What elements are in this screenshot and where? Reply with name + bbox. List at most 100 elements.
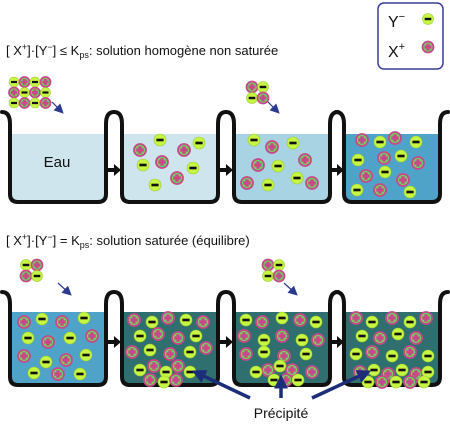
cation-icon	[170, 171, 184, 185]
cation-icon	[147, 359, 161, 373]
anion-icon	[273, 259, 285, 271]
cation-icon	[133, 143, 147, 157]
cation-icon	[151, 327, 165, 341]
anion-icon	[275, 311, 289, 325]
anion-icon	[189, 329, 203, 343]
anion-icon	[21, 331, 35, 345]
cation-icon	[409, 331, 423, 345]
beaker-r1-3	[224, 110, 340, 204]
process-arrow	[331, 336, 344, 348]
anion-icon	[309, 315, 323, 329]
cation-icon	[421, 40, 435, 54]
cation-icon	[163, 347, 177, 361]
anion-icon	[249, 365, 263, 379]
cation-icon	[245, 80, 259, 94]
precipitate-annotation: Précipité	[191, 370, 372, 421]
process-arrow	[331, 164, 344, 176]
anion-icon	[247, 133, 261, 147]
cation-icon	[51, 367, 65, 381]
anion-icon	[257, 333, 271, 347]
cation-icon	[29, 86, 41, 99]
cation-icon	[396, 173, 410, 187]
anion-icon	[257, 81, 269, 93]
row1-heading: [ X+]·[Y−] ≤ Kps: solution homogène non …	[6, 42, 278, 60]
anion-icon	[29, 97, 41, 109]
anion-icon	[153, 133, 167, 147]
anion-icon	[20, 259, 32, 271]
anion-icon	[192, 136, 206, 150]
beaker-r1-4	[334, 110, 450, 204]
cation-icon	[199, 341, 213, 355]
beaker-r1-1	[0, 110, 116, 204]
row2-heading: [ X+]·[Y−] = Kps: solution saturée (équi…	[6, 232, 250, 250]
anion-icon	[148, 178, 162, 192]
anion-icon	[421, 349, 435, 363]
cation-icon	[349, 311, 363, 325]
anion-icon	[29, 76, 41, 88]
drop-arrow	[283, 282, 298, 296]
drop-arrow	[51, 101, 64, 114]
cation-icon	[161, 311, 175, 325]
cation-icon	[272, 269, 286, 283]
particle-group	[8, 76, 435, 389]
anion-icon	[389, 375, 403, 389]
anion-icon	[39, 355, 53, 369]
cation-icon	[239, 347, 253, 361]
cation-icon	[311, 333, 325, 347]
precipitate-label: Précipité	[254, 405, 309, 421]
cation-icon	[17, 349, 31, 363]
anion-icon	[409, 135, 423, 149]
anion-icon	[63, 331, 77, 345]
anion-icon	[145, 315, 159, 329]
anion-icon	[239, 313, 253, 327]
cation-icon	[125, 345, 139, 359]
cation-icon	[17, 315, 31, 329]
anion-icon	[271, 159, 285, 173]
cation-icon	[285, 363, 299, 377]
anion-icon	[422, 13, 434, 25]
cation-icon	[171, 359, 185, 373]
anion-icon	[391, 327, 405, 341]
anion-icon	[295, 333, 309, 347]
anion-icon	[262, 270, 274, 282]
process-arrow	[108, 336, 121, 348]
anion-icon	[299, 347, 313, 361]
anion-icon	[286, 136, 300, 150]
anion-icon	[385, 349, 399, 363]
anion-icon	[157, 375, 171, 389]
cation-icon	[240, 176, 254, 190]
anion-icon	[133, 363, 147, 377]
cation-icon	[298, 153, 312, 167]
process-arrow	[220, 336, 233, 348]
cation-icon	[355, 133, 369, 147]
legend-anion-charge: −	[399, 11, 405, 23]
cation-icon	[143, 373, 157, 387]
cation-icon	[275, 329, 289, 343]
cation-icon	[377, 151, 391, 165]
cation-icon	[385, 311, 399, 325]
cation-icon	[85, 329, 99, 343]
anion-icon	[136, 158, 150, 172]
anion-icon	[394, 149, 408, 163]
drop-arrow	[57, 282, 72, 296]
cation-icon	[305, 176, 319, 190]
process-arrow	[220, 164, 233, 176]
anion-icon	[143, 343, 157, 357]
anion-icon	[273, 359, 287, 373]
cation-icon	[261, 258, 275, 272]
anion-icon	[19, 87, 30, 98]
anion-icon	[351, 153, 365, 167]
anion-icon	[183, 365, 197, 379]
cation-icon	[196, 315, 210, 329]
legend-cation-label: X	[388, 44, 399, 61]
cation-icon	[403, 345, 417, 359]
cation-icon	[39, 97, 52, 109]
precipitate-arrow-left	[191, 370, 251, 400]
anion-icon	[77, 311, 91, 325]
beaker-1-label: Eau	[44, 154, 71, 171]
cation-icon	[256, 91, 270, 105]
cation-icon	[18, 97, 31, 109]
anion-icon	[267, 373, 281, 387]
anion-icon	[367, 363, 381, 377]
